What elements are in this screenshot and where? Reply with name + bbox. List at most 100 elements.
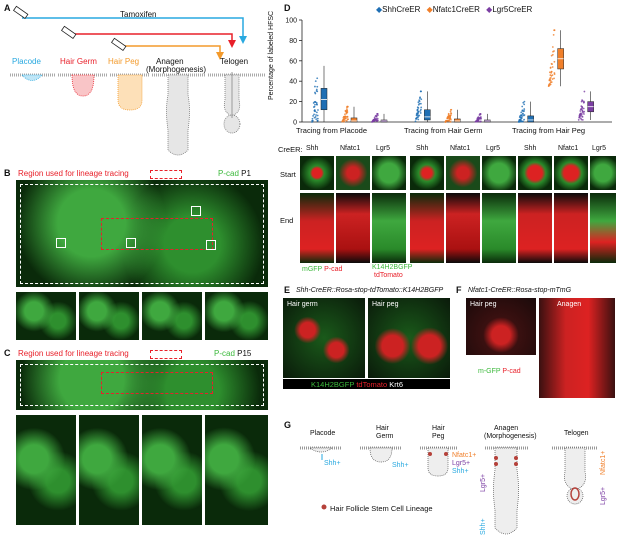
col-lgr5-3: Lgr5 xyxy=(592,145,607,152)
point-1-2-32 xyxy=(549,81,552,84)
g-telogen xyxy=(552,446,598,505)
region-box-legend-b xyxy=(150,170,182,179)
row-start: Start xyxy=(280,170,296,179)
e-channel-labels: K14H2BGFP tdTomato Krt6 xyxy=(311,380,403,389)
point-1-2-9 xyxy=(552,33,555,36)
point-0-1-29 xyxy=(418,102,421,105)
point-1-0-38 xyxy=(347,118,349,121)
point-1-0-28 xyxy=(343,120,346,123)
panel-letter-c: C xyxy=(4,348,11,358)
anagen-shape xyxy=(152,73,205,156)
f-anagen-image: Anagen xyxy=(539,298,615,398)
d-label-pcad: P-cad xyxy=(324,266,343,273)
point-2-0-21 xyxy=(376,114,379,117)
col-nfatc1-2: Nfatc1 xyxy=(450,145,471,152)
group-label-peg: Tracing from Hair Peg xyxy=(512,126,586,135)
microscopy-c-inset-4 xyxy=(205,415,268,525)
d-end-3 xyxy=(372,193,406,263)
f-sub-anagen: Anagen xyxy=(557,301,582,308)
d-start-7 xyxy=(518,156,552,190)
point-0-2-32 xyxy=(522,110,525,113)
d-bottom-label-1: mGFP P-cad xyxy=(302,266,342,273)
f-label-mgfp: m-GFP xyxy=(478,368,501,375)
point-0-1-13 xyxy=(420,108,422,111)
overview-outline-c xyxy=(20,364,264,406)
point-1-0-34 xyxy=(346,105,349,108)
point-1-0-37 xyxy=(343,118,345,121)
point-2-0-37 xyxy=(376,112,379,115)
point-2-2-37 xyxy=(581,118,584,121)
creer-label: CreER: xyxy=(278,145,303,154)
g-stage-anagen: Anagen xyxy=(494,425,519,432)
d-end-5 xyxy=(446,193,480,263)
point-2-2-20 xyxy=(582,111,584,114)
point-1-2-11 xyxy=(550,62,553,65)
point-2-1-36 xyxy=(480,116,482,118)
col-shh-1: Shh xyxy=(306,145,319,152)
point-2-2-21 xyxy=(583,90,586,93)
point-1-0-30 xyxy=(345,111,348,114)
point-0-2-39 xyxy=(522,114,525,117)
placode-shape xyxy=(10,73,55,81)
g-lineage-dot-icon xyxy=(321,504,327,510)
d-start-8 xyxy=(554,156,588,190)
overview-outline-b xyxy=(20,184,264,284)
f-label-pcad: P-cad xyxy=(502,368,521,375)
point-2-1-37 xyxy=(477,118,480,121)
box-0-2 xyxy=(527,115,534,123)
f-channel-labels: m-GFP P-cad xyxy=(478,368,521,375)
d-end-9 xyxy=(590,193,616,263)
point-2-2-39 xyxy=(578,116,581,119)
panel-letter-f: F xyxy=(456,285,462,295)
point-1-2-12 xyxy=(548,71,551,74)
microscopy-b-inset-2 xyxy=(79,292,139,340)
y-tick-label-20: 20 xyxy=(289,99,297,106)
g-stage-morphogenesis: (Morphogenesis) xyxy=(484,433,537,440)
point-0-1-35 xyxy=(417,110,420,113)
point-0-0-17 xyxy=(314,85,316,88)
y-tick-label-40: 40 xyxy=(289,79,297,86)
point-2-1-38 xyxy=(478,117,480,119)
legend-d: ◆ShhCreER ◆Nfatc1CreER ◆Lgr5CreER xyxy=(376,5,533,14)
point-0-1-18 xyxy=(420,98,423,101)
point-2-2-25 xyxy=(581,110,584,112)
point-2-2-31 xyxy=(581,106,584,109)
g-shh-placode: Shh+ xyxy=(324,460,341,467)
point-1-2-14 xyxy=(551,53,554,56)
g-shh-peg: Shh+ xyxy=(452,468,469,475)
point-0-1-16 xyxy=(418,99,421,102)
hair-germ-shape xyxy=(58,73,108,97)
point-0-1-37 xyxy=(416,109,419,112)
d-label-tdt: tdTomato xyxy=(374,272,403,279)
group-label-placode: Tracing from Placode xyxy=(296,126,368,135)
g-anagen xyxy=(485,446,528,535)
point-0-1-39 xyxy=(419,110,422,112)
e-hair-peg-image: Hair peg xyxy=(368,298,450,378)
point-0-0-34 xyxy=(311,119,314,122)
point-0-0-12 xyxy=(316,114,319,117)
point-0-0-14 xyxy=(315,118,318,121)
g-hair-germ xyxy=(360,446,402,463)
point-1-2-34 xyxy=(553,72,556,74)
point-0-2-29 xyxy=(521,105,524,108)
microscopy-b-inset-3 xyxy=(142,292,202,340)
point-1-2-27 xyxy=(552,50,554,53)
f-title: Nfatc1-CreER::Rosa-stop-mTmG xyxy=(468,287,572,294)
point-2-0-2 xyxy=(373,116,376,119)
point-0-2-8 xyxy=(520,111,523,114)
d-start-1 xyxy=(300,156,334,190)
point-1-2-25 xyxy=(549,67,552,69)
point-0-0-6 xyxy=(312,115,315,117)
age-label-c: P15 xyxy=(237,349,252,358)
g-nfatc1-telogen: Nfatc1+ xyxy=(600,450,607,475)
tamoxifen-label: Tamoxifen xyxy=(120,10,157,19)
point-0-2-37 xyxy=(518,116,521,119)
panel-letter-b: B xyxy=(4,168,11,178)
point-0-2-31 xyxy=(518,120,520,123)
point-2-0-24 xyxy=(374,115,377,117)
point-0-2-30 xyxy=(519,114,522,117)
point-0-1-23 xyxy=(419,102,422,105)
point-0-0-18 xyxy=(313,113,315,116)
col-shh-3: Shh xyxy=(524,145,537,152)
microscopy-b-inset-4 xyxy=(205,292,268,340)
